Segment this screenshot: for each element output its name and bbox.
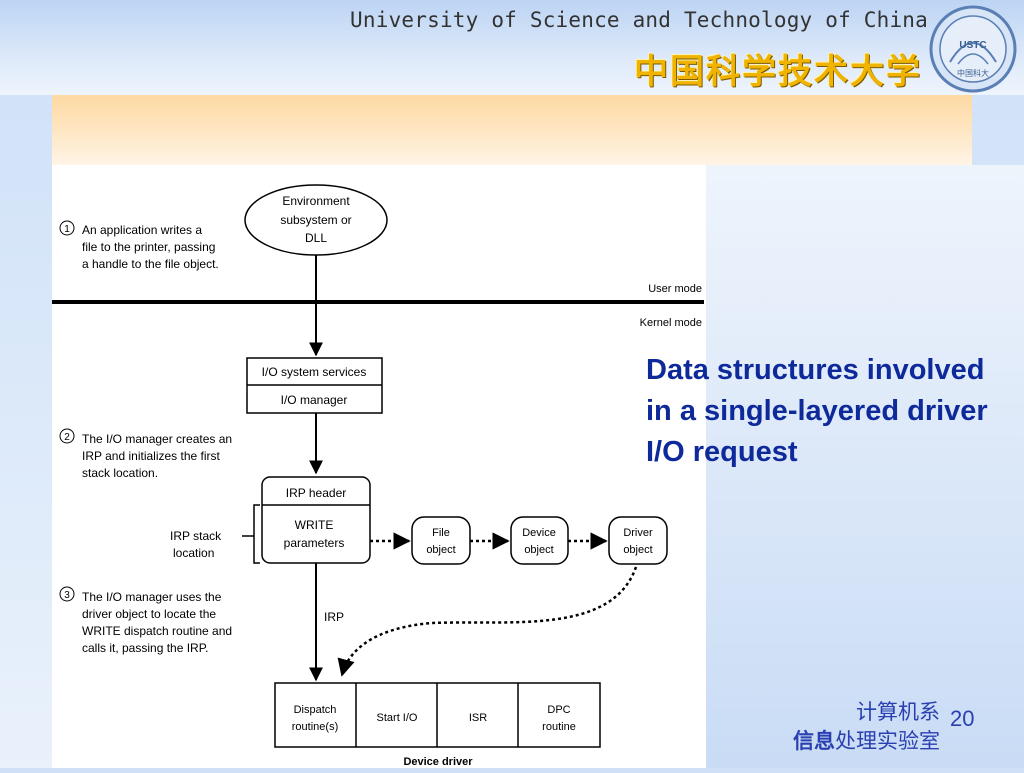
parameters-label: parameters: [284, 536, 345, 550]
step-2-line-3: stack location.: [82, 466, 158, 480]
dept-line-2: 信息处理实验室: [760, 727, 940, 756]
driver-object-label-2: object: [623, 544, 652, 556]
file-object-label-1: File: [432, 527, 450, 539]
step-2-number: 2: [64, 432, 70, 443]
logo-cn-text: 中国科大: [957, 68, 989, 78]
header-band: [0, 0, 1024, 95]
step-3-line-3: WRITE dispatch routine and: [82, 624, 232, 638]
university-name-en: University of Science and Technology of …: [350, 8, 928, 32]
start-io-label: Start I/O: [377, 712, 418, 724]
step-2-line-2: IRP and initializes the first: [82, 449, 221, 463]
driver-object-box: [608, 516, 668, 565]
dept-line-1: 计算机系: [856, 701, 940, 724]
device-object-label-2: object: [524, 544, 553, 556]
department-name: 计算机系 信息处理实验室: [760, 698, 940, 756]
page-number: 20: [950, 706, 975, 731]
title-band: [52, 95, 972, 165]
device-object-box: [510, 516, 569, 565]
step-1-number: 1: [64, 224, 70, 235]
dispatch-label-2: routine(s): [292, 721, 338, 733]
dpc-label-1: DPC: [547, 704, 570, 716]
isr-label: ISR: [469, 712, 487, 724]
io-services-label: I/O system services: [262, 365, 367, 379]
oval-line-3: DLL: [305, 231, 327, 245]
irp-label: IRP: [324, 610, 344, 624]
file-object-label-2: object: [426, 544, 455, 556]
io-manager-label: I/O manager: [281, 393, 348, 407]
dpc-label-2: routine: [542, 721, 576, 733]
slide-caption: Data structures involved in a single-lay…: [646, 354, 988, 468]
irp-stack-label-2: location: [173, 546, 214, 560]
step-1-line-2: file to the printer, passing: [82, 240, 215, 254]
dispatch-label-1: Dispatch: [294, 704, 337, 716]
device-object-label-1: Device: [522, 527, 556, 539]
step-1-line-3: a handle to the file object.: [82, 257, 219, 271]
step-3-line-1: The I/O manager uses the: [82, 590, 222, 604]
user-mode-label: User mode: [648, 283, 702, 295]
dept-line-2-bold: 信息: [793, 730, 835, 753]
irp-header-label: IRP header: [286, 486, 347, 500]
step-3-line-4: calls it, passing the IRP.: [82, 641, 209, 655]
dept-line-2-rest: 处理实验室: [835, 730, 940, 753]
step-3-line-2: driver object to locate the: [82, 607, 216, 621]
side-panel: [706, 165, 1024, 768]
oval-line-2: subsystem or: [280, 213, 351, 227]
oval-line-1: Environment: [282, 194, 350, 208]
kernel-mode-label: Kernel mode: [640, 317, 702, 329]
logo-text: USTC: [959, 40, 986, 51]
write-label: WRITE: [295, 518, 334, 532]
step-1-line-1: An application writes a: [82, 223, 202, 237]
university-name-cn: 中国科学技术大学: [634, 52, 922, 92]
device-driver-label: Device driver: [403, 756, 473, 768]
file-object-box: [411, 516, 471, 565]
driver-object-label-1: Driver: [623, 527, 653, 539]
step-2-line-1: The I/O manager creates an: [82, 432, 232, 446]
io-request-diagram: Environment subsystem or DLL User mode K…: [52, 165, 706, 768]
step-3-number: 3: [64, 590, 70, 601]
arrow-driver-object-to-dispatch: [337, 566, 638, 677]
irp-stack-label-1: IRP stack: [170, 529, 222, 543]
university-logo: USTC 中国科大: [929, 5, 1017, 93]
